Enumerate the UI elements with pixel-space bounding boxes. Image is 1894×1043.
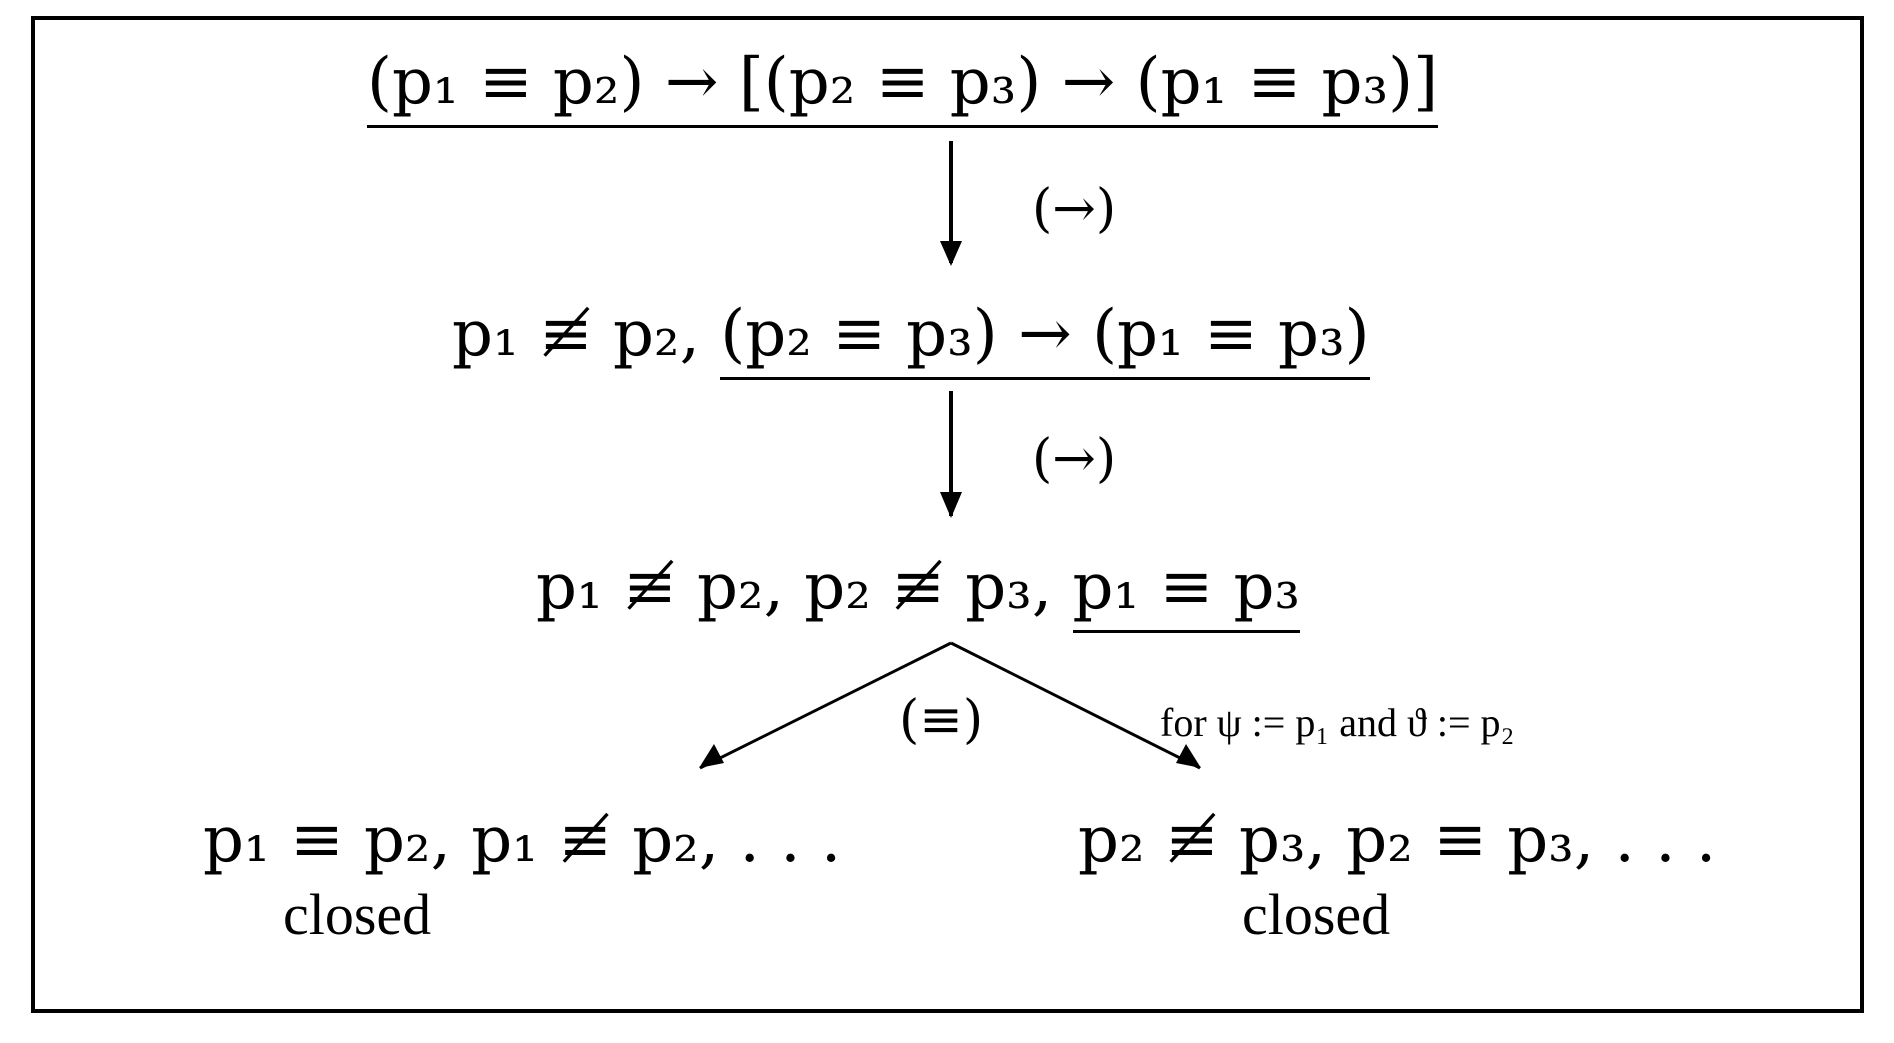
right-leaf-formula: p₂ ≢ p₃, p₂ ≡ p₃, . . . [1078,803,1717,877]
arrow-step2-to-left-leaf-head [699,744,724,768]
step1-main: (p₂ ≡ p₃) → (p₁ ≡ p₃) [720,297,1370,380]
left-leaf-status: closed [283,882,432,947]
arrow-root-to-step1-head [940,241,962,266]
arrow-step2-to-right-leaf [950,641,1201,770]
root-formula: (p₁ ≡ p₂) → [(p₂ ≡ p₃) → (p₁ ≡ p₃)] [367,45,1439,128]
rule-label-branch: (≡) [899,690,984,750]
diagram-frame [31,16,1864,1013]
left-leaf-formula: p₁ ≡ p₂, p₁ ≢ p₂, . . . [203,803,842,877]
rule-label-second: (→) [1032,429,1117,489]
step2-main: p₁ ≡ p₃ [1072,550,1301,633]
right-leaf-status: closed [1242,882,1391,947]
arrow-step2-to-right-leaf-head [1176,744,1201,768]
step1-prefix: p₁ ≢ p₂, [452,297,721,371]
arrow-step1-to-step2-head [940,492,962,518]
arrow-step2-to-left-leaf [699,641,952,770]
step2-formula: p₁ ≢ p₂, p₂ ≢ p₃, p₁ ≡ p₃ [536,550,1301,633]
step1-formula: p₁ ≢ p₂, (p₂ ≡ p₃) → (p₁ ≡ p₃) [452,297,1370,380]
root-formula-text: (p₁ ≡ p₂) → [(p₂ ≡ p₃) → (p₁ ≡ p₃)] [367,45,1439,128]
branch-note: for ψ := p₁ and ϑ := p₂ [1160,700,1515,745]
rule-label-first: (→) [1032,179,1117,239]
step2-prefix: p₁ ≢ p₂, p₂ ≢ p₃, [536,550,1073,624]
